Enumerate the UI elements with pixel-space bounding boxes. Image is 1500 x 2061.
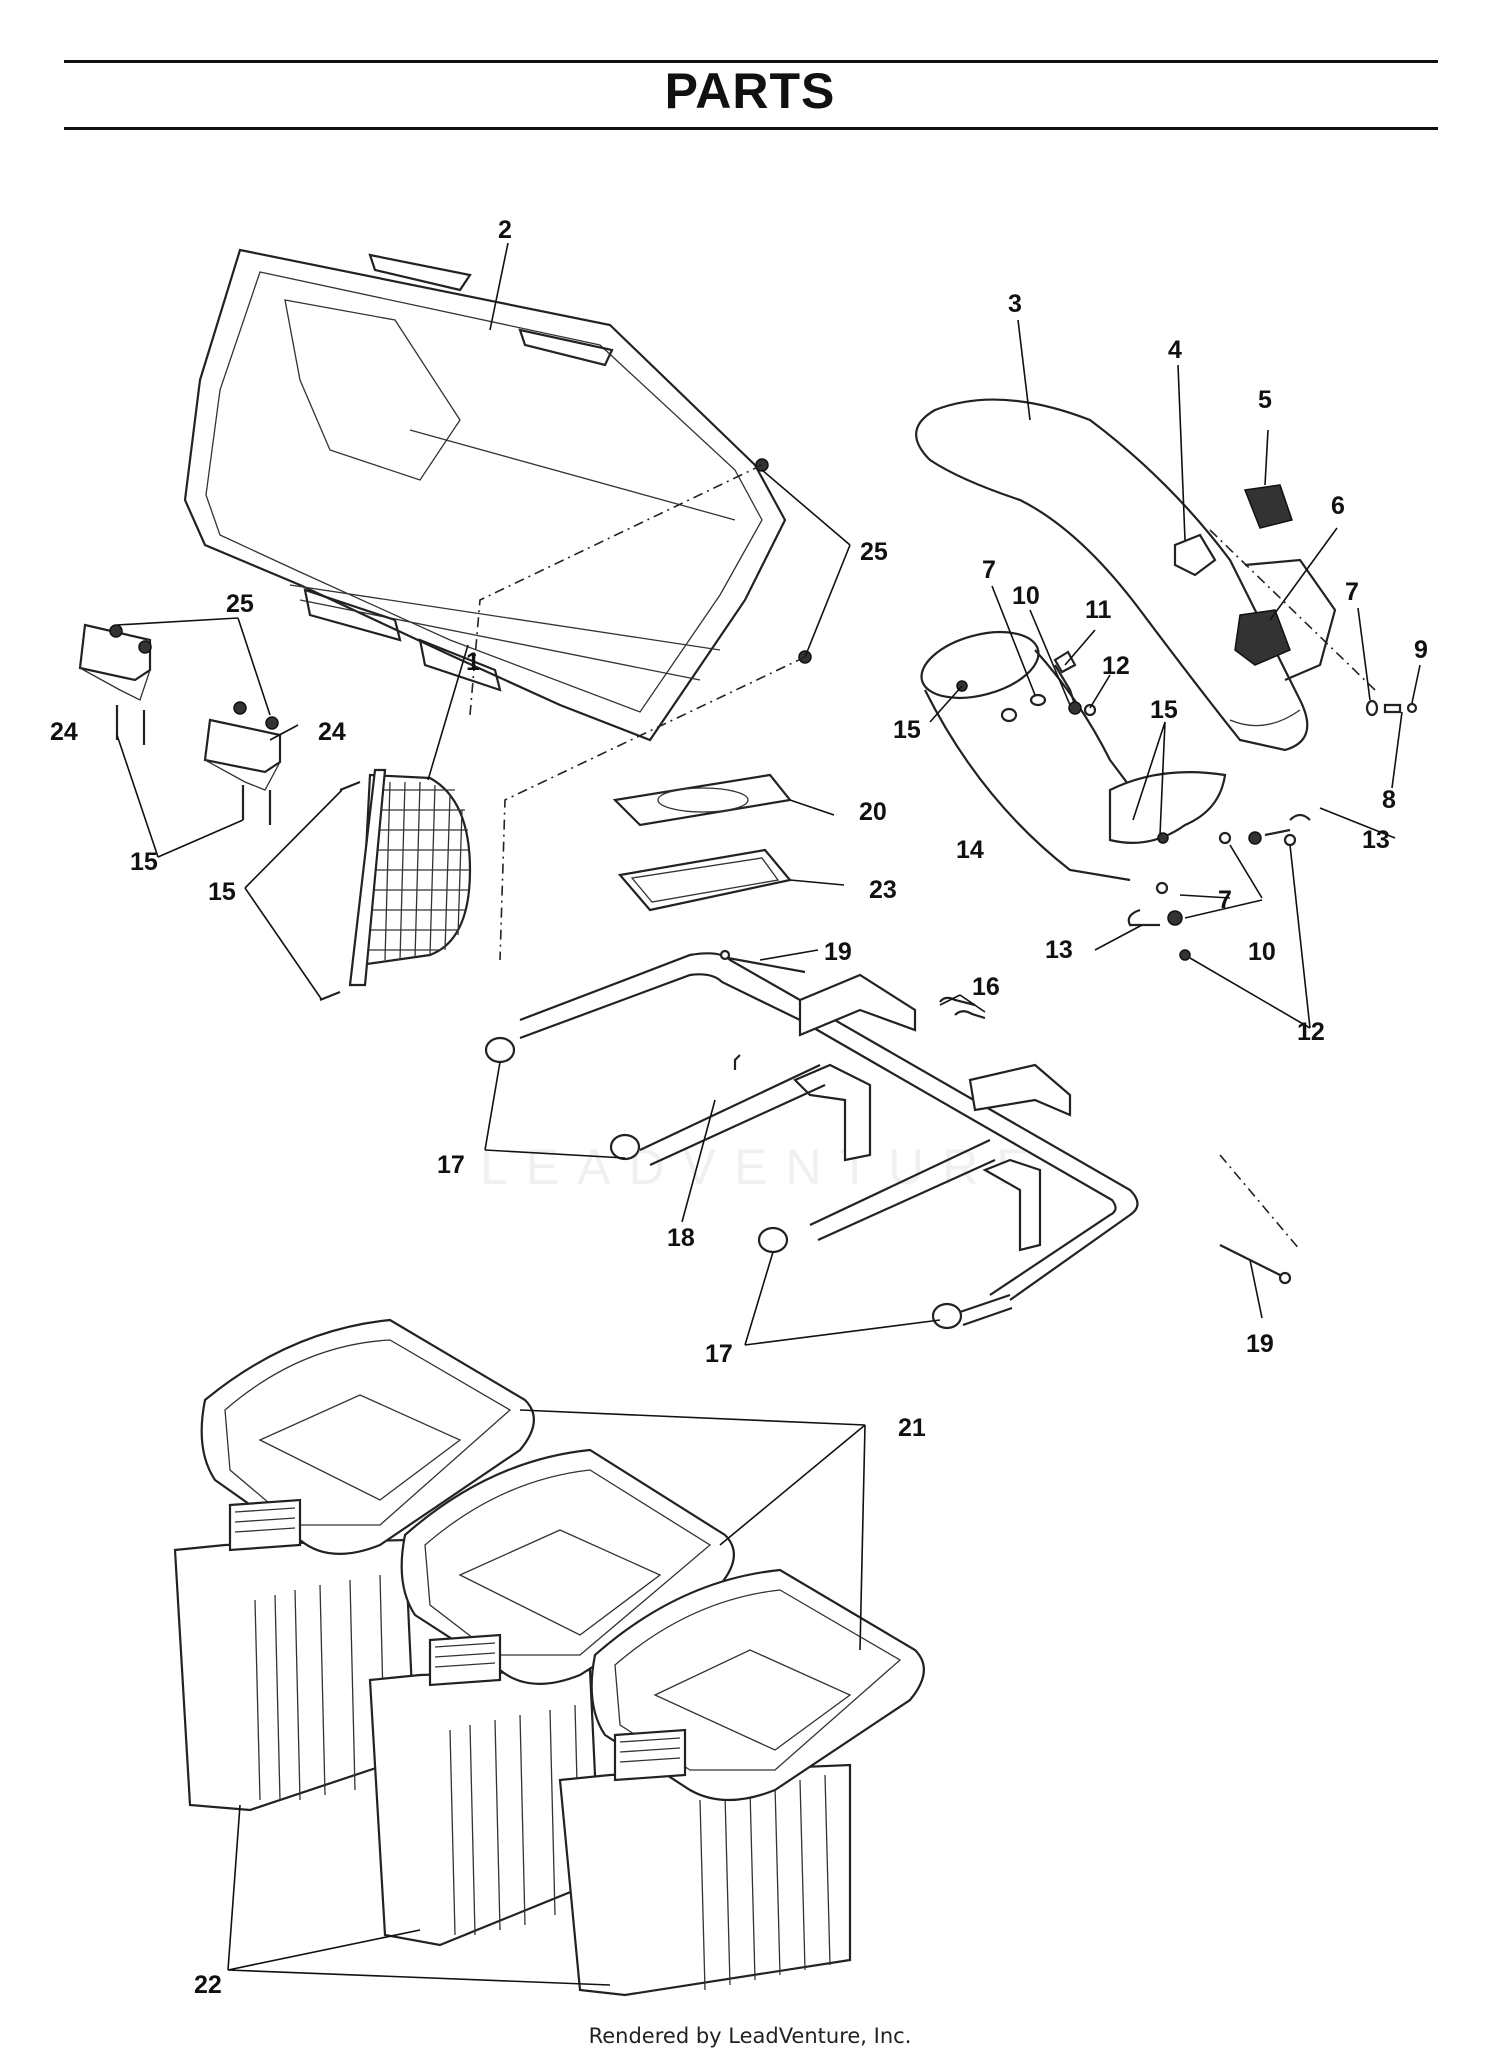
title-bottom-rule xyxy=(64,127,1438,130)
callout-5: 5 xyxy=(1258,386,1272,414)
callout-10-top: 10 xyxy=(1012,582,1040,610)
frame-23 xyxy=(617,848,793,912)
callout-3: 3 xyxy=(1008,290,1022,318)
leader-lines xyxy=(116,242,1421,1986)
callout-15-lower-chute: 15 xyxy=(893,716,921,744)
gasket-20 xyxy=(612,773,793,827)
knob-4 xyxy=(1173,533,1217,577)
hardware-lower xyxy=(1127,813,1311,961)
callout-15-screen: 15 xyxy=(208,878,236,906)
callout-13-left: 13 xyxy=(1045,936,1073,964)
title-top-rule xyxy=(64,60,1438,63)
callout-9: 9 xyxy=(1414,636,1428,664)
screen-filter-1 xyxy=(319,768,472,1002)
mounting-frame-18 xyxy=(519,949,1292,1301)
basket-set-1 xyxy=(173,1318,535,1812)
latch-5 xyxy=(1243,484,1293,529)
end-caps-17 xyxy=(484,1036,1013,1330)
callout-15-brackets: 15 xyxy=(130,848,158,876)
callout-6: 6 xyxy=(1331,492,1345,520)
pins-16 xyxy=(939,996,986,1020)
hardware-right xyxy=(1365,699,1418,717)
callout-24-left: 24 xyxy=(50,718,78,746)
handle-6 xyxy=(1244,558,1337,682)
callout-25-left: 25 xyxy=(226,590,254,618)
callout-7-right: 7 xyxy=(1345,578,1359,606)
callout-19-bottom: 19 xyxy=(1246,1330,1274,1358)
callout-2: 2 xyxy=(498,216,512,244)
footer-credit: Rendered by LeadVenture, Inc. xyxy=(588,2024,912,2048)
callout-25-right: 25 xyxy=(860,538,888,566)
callout-18: 18 xyxy=(667,1224,695,1252)
callout-7-top: 7 xyxy=(982,556,996,584)
callout-24-right: 24 xyxy=(318,718,346,746)
callout-21: 21 xyxy=(898,1414,926,1442)
callout-22: 22 xyxy=(194,1971,222,1999)
callout-12-lower: 12 xyxy=(1297,1018,1325,1046)
callout-12-top: 12 xyxy=(1102,652,1130,680)
callout-20: 20 xyxy=(859,798,887,826)
callout-13-right: 13 xyxy=(1362,826,1390,854)
callout-7-lower: 7 xyxy=(1218,886,1232,914)
page-title: PARTS xyxy=(664,63,836,119)
callout-17-right: 17 xyxy=(705,1340,733,1368)
callout-19-top: 19 xyxy=(824,938,852,966)
chute-3 xyxy=(915,398,1309,752)
callout-10-lower: 10 xyxy=(1248,938,1276,966)
callout-1: 1 xyxy=(466,648,480,676)
callout-11: 11 xyxy=(1085,596,1112,624)
callout-4: 4 xyxy=(1168,336,1182,364)
callout-14: 14 xyxy=(956,836,984,864)
callout-23: 23 xyxy=(869,876,897,904)
callout-labels: 2 3 4 5 6 7 7 7 8 9 10 10 11 12 12 13 13… xyxy=(50,216,1428,1999)
basket-set-3 xyxy=(558,1568,925,1997)
callout-8: 8 xyxy=(1382,786,1396,814)
bracket-6 xyxy=(1234,609,1291,666)
callout-17-left: 17 xyxy=(437,1151,465,1179)
collector-housing xyxy=(183,248,787,742)
hardware-top xyxy=(1000,650,1097,723)
brackets-24 xyxy=(78,623,282,825)
callout-16: 16 xyxy=(972,973,1000,1001)
callout-15-chute: 15 xyxy=(1150,696,1178,724)
